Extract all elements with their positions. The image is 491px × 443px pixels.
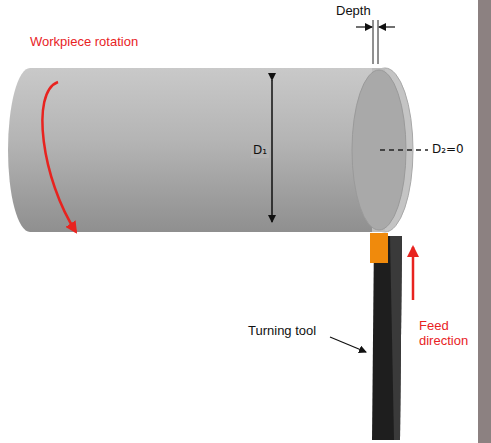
feed-arrow	[412, 247, 415, 300]
diameter-label: D₂=0	[432, 142, 464, 157]
feed-label: Feed direction	[419, 318, 475, 348]
workpiece-face	[352, 70, 406, 230]
side-bar	[478, 0, 491, 443]
workpiece-body	[30, 68, 385, 232]
d1-arrow	[271, 80, 273, 222]
depth-label: Depth	[336, 3, 371, 18]
d2-leader	[380, 149, 428, 151]
depth-arrow	[356, 26, 372, 27]
rotation-arrow	[42, 82, 76, 232]
tool-shank-side	[390, 236, 402, 440]
depth-tick	[378, 20, 379, 64]
diameter-label: D₁	[251, 143, 269, 158]
rotation-label: Workpiece rotation	[30, 34, 138, 49]
depth-tick	[373, 20, 374, 64]
tool-leader	[330, 337, 366, 352]
tool-label: Turning tool	[248, 323, 316, 338]
tool-insert	[370, 233, 388, 263]
depth-arrow	[379, 26, 395, 27]
tool-shank	[372, 236, 402, 440]
